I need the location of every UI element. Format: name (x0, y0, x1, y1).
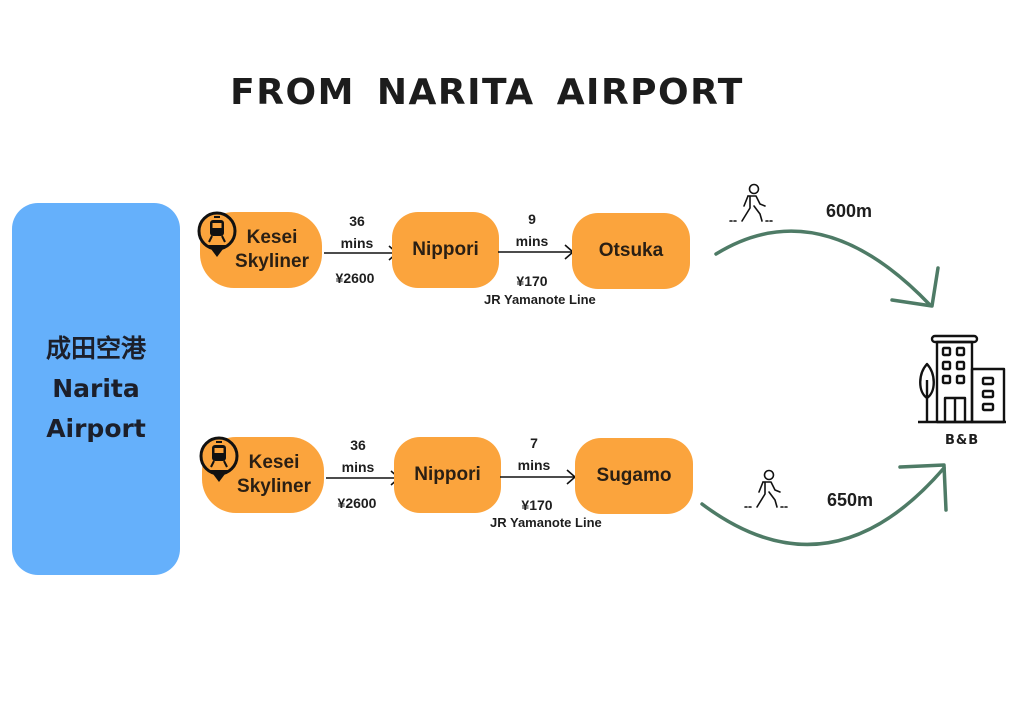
transfer-station-pill: Nippori (392, 212, 499, 288)
train-pin-icon (199, 436, 239, 482)
walk-distance: 600m (826, 201, 873, 221)
page-title: FROM NARITA AIRPORT (230, 72, 744, 113)
start-line1: Kesei (246, 227, 298, 248)
origin-name-jp: 成田空港 (45, 334, 146, 363)
walk-arrow-1 (714, 229, 940, 308)
leg1-fare: ¥2600 (337, 495, 377, 511)
start-station-pill: Kesei Skyliner (202, 437, 324, 513)
walking-person-icon (729, 183, 773, 222)
origin-airport-box: 成田空港 Narita Airport (12, 203, 180, 575)
leg1-duration: 36 mins (340, 213, 374, 251)
final-destination-label: B&B (945, 433, 980, 448)
start-line1: Kesei (248, 452, 300, 473)
leg2-line-name: JR Yamanote Line (484, 292, 596, 307)
building-icon (918, 334, 1006, 424)
leg2-line-name: JR Yamanote Line (490, 515, 602, 530)
leg1-fare: ¥2600 (335, 270, 375, 286)
leg2-duration: 7 mins (517, 435, 551, 473)
transfer-station-pill: Nippori (394, 437, 501, 513)
leg2-fare: ¥170 (521, 497, 553, 513)
start-line2: Skyliner (235, 251, 309, 272)
origin-name-line2: Airport (46, 414, 146, 443)
walking-person-icon (744, 469, 788, 508)
walk-arrow-2 (700, 463, 948, 547)
walk-distance: 650m (827, 490, 874, 510)
leg2-duration: 9 mins (515, 211, 549, 249)
destination-station-pill: Otsuka (572, 213, 690, 289)
leg1-duration: 36 mins (341, 437, 375, 475)
leg2-fare: ¥170 (516, 273, 548, 289)
destination-station-pill: Sugamo (575, 438, 693, 514)
origin-name-line1: Narita (52, 374, 140, 403)
train-pin-icon (197, 211, 237, 257)
start-line2: Skyliner (237, 476, 311, 497)
